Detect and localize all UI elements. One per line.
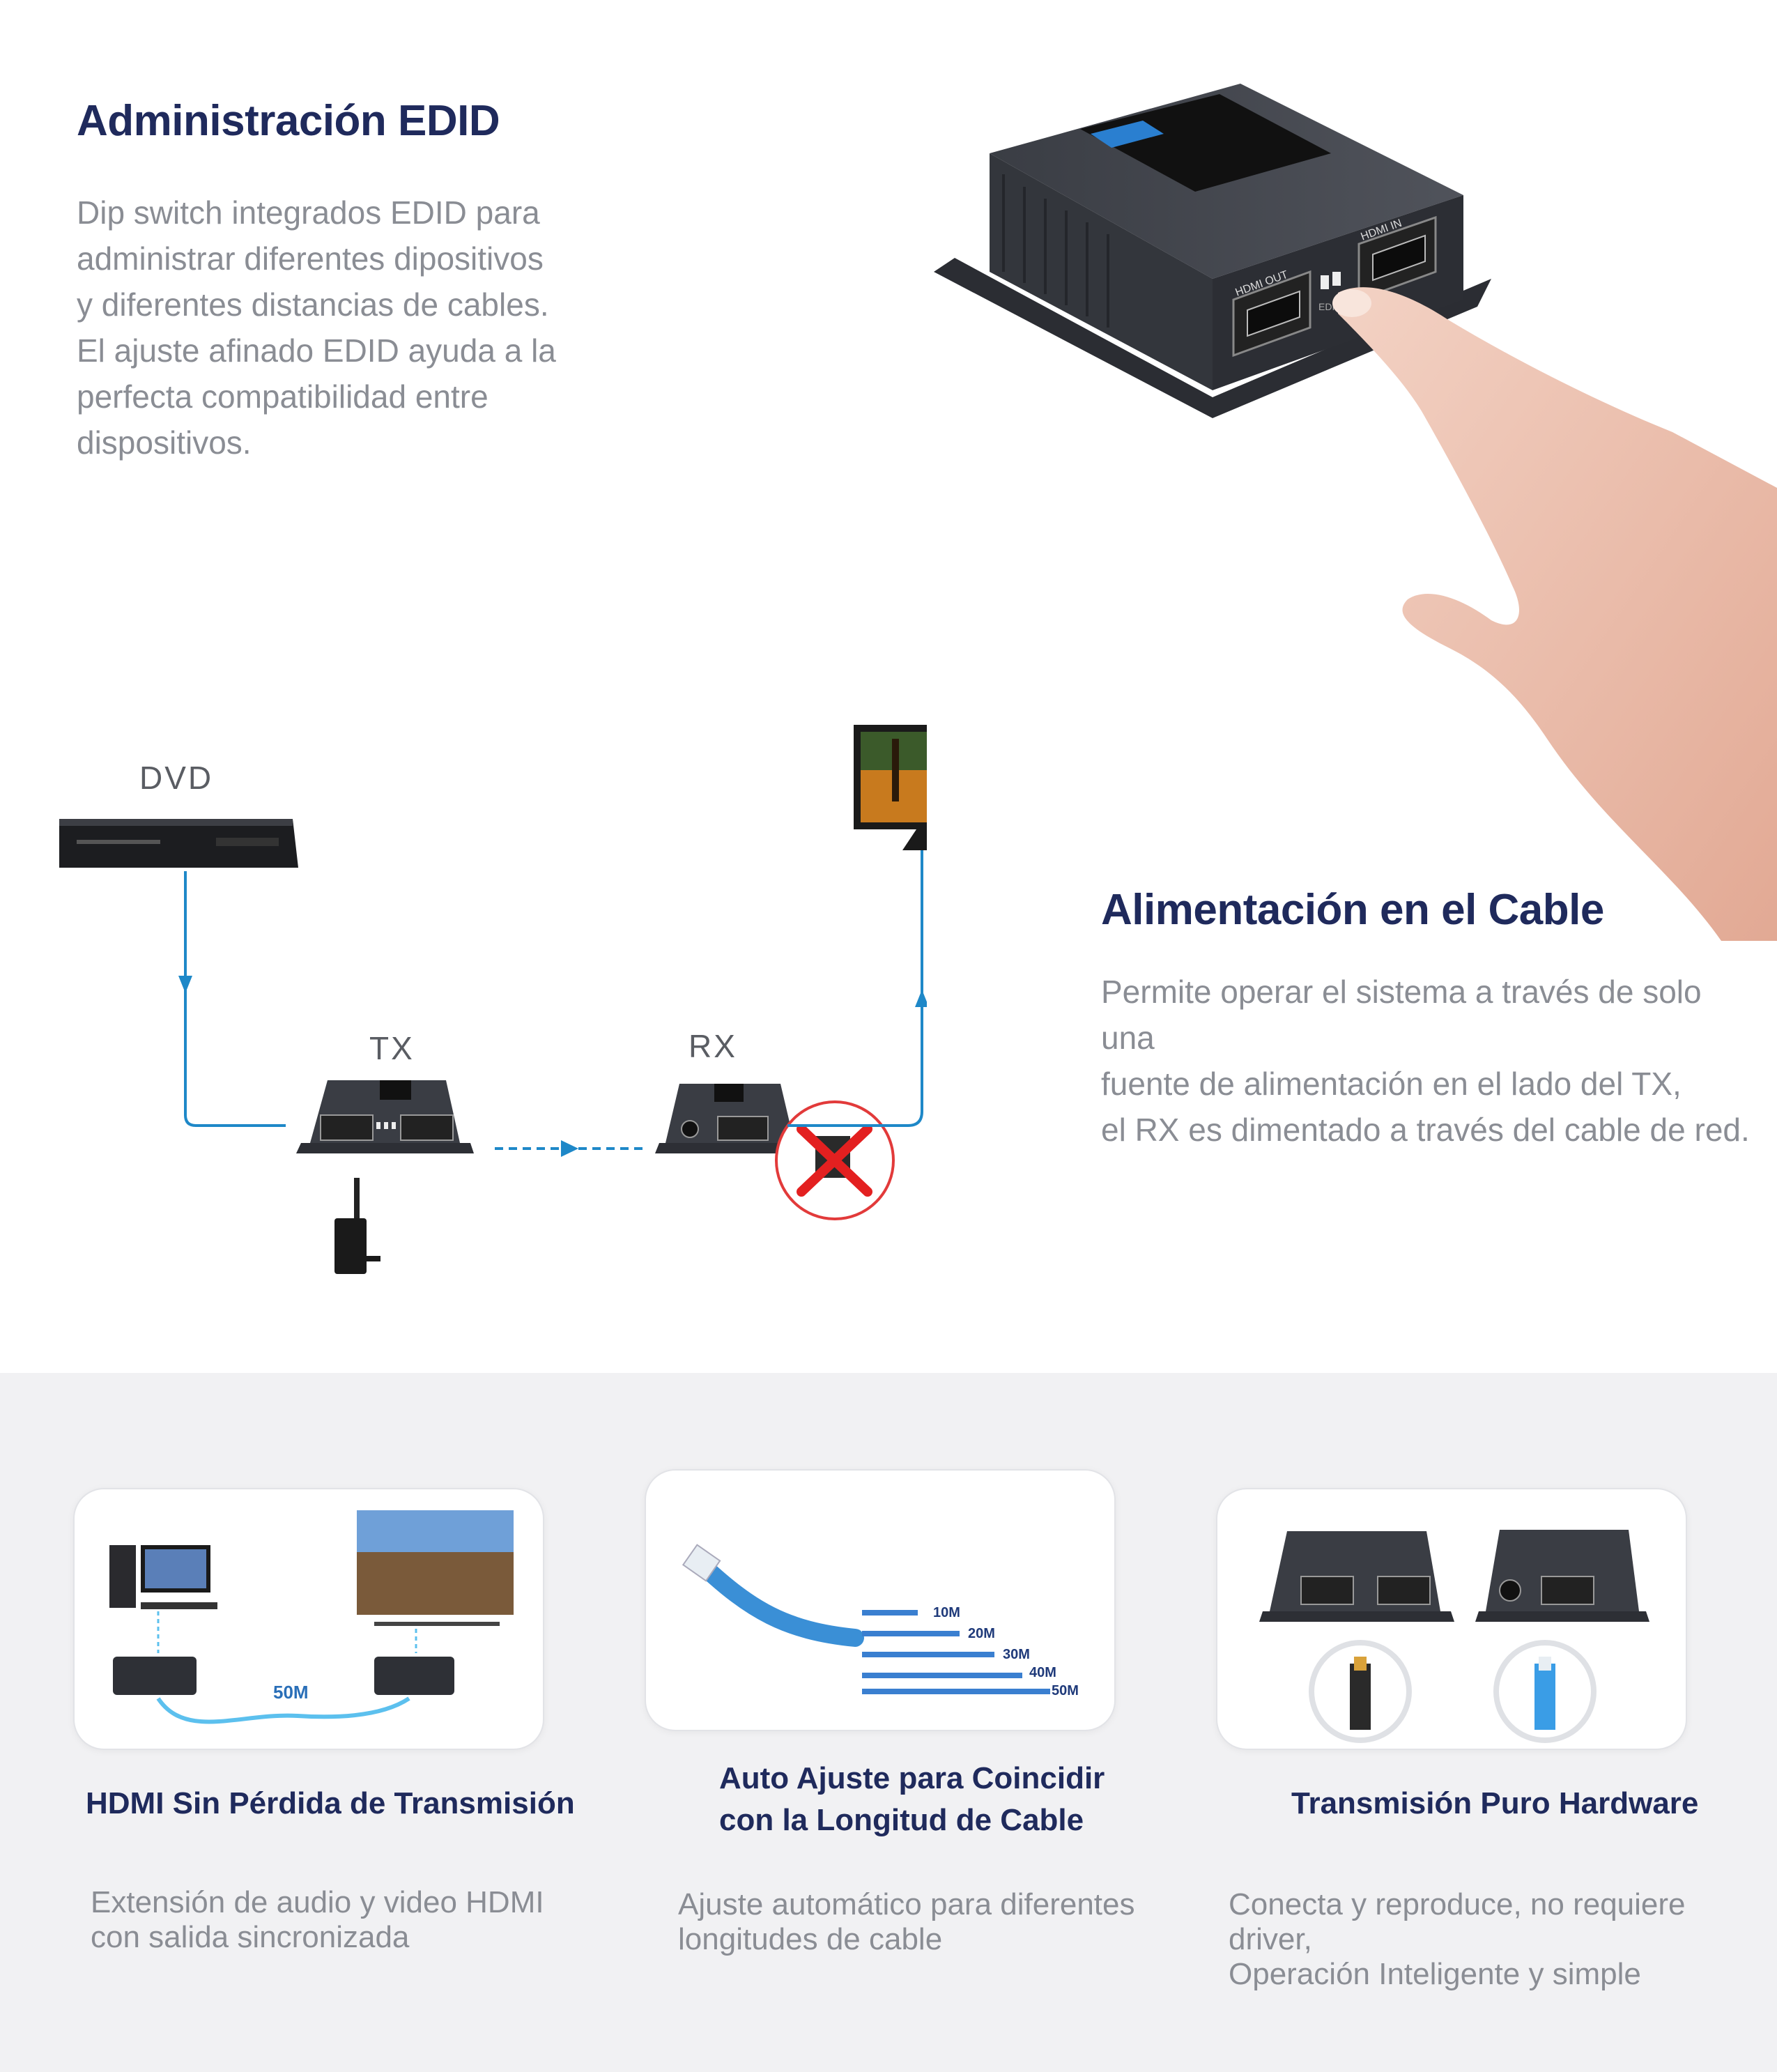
finger-icon <box>1338 287 1777 941</box>
cable-length-image: 10M 20M 30M 40M 50M <box>682 1544 1079 1698</box>
dvd-cable <box>184 871 286 1127</box>
device-label-panel <box>1080 94 1331 192</box>
cable-length-50m: 50M <box>1052 1683 1079 1698</box>
distance-label: 50M <box>273 1682 309 1703</box>
power-description: Permite operar el sistema a través de so… <box>1101 974 1750 1148</box>
monitor-cable <box>787 850 923 1127</box>
cable-length-20m: 20M <box>968 1626 995 1641</box>
feature-desc-lossless: Extensión de audio y video HDMI con sali… <box>91 1885 544 1954</box>
feature-card-lossless: 50M <box>73 1488 544 1750</box>
tx-device-icon <box>296 1080 474 1153</box>
dvd-label: DVD <box>139 760 213 796</box>
monitor-icon <box>854 725 927 850</box>
cable-length-10m: 10M <box>933 1605 960 1620</box>
cable-length-40m: 40M <box>1029 1665 1056 1680</box>
feature-desc-auto-adjust: Ajuste automático para diferentes longit… <box>678 1887 1135 1956</box>
power-adapter-icon <box>334 1178 380 1274</box>
feature-title-hardware: Transmisión Puro Hardware <box>1291 1786 1699 1820</box>
feature-card-hardware <box>1216 1488 1687 1750</box>
lossless-transmission-image: 50M <box>109 1510 514 1724</box>
arrow-down-icon <box>178 976 192 993</box>
feature-title-auto-adjust: Auto Ajuste para Coincidir con la Longit… <box>719 1761 1105 1837</box>
dvd-player-icon <box>59 819 298 868</box>
rx-label: RX <box>689 1028 737 1064</box>
feature-title-lossless: HDMI Sin Pérdida de Transmisión <box>86 1786 575 1820</box>
power-over-cable-diagram: DVD TX RX <box>59 725 927 1274</box>
feature-card-auto-adjust: 10M 20M 30M 40M 50M <box>645 1469 1116 1731</box>
hdmi-out-port: HDMI OUT <box>1232 269 1311 358</box>
edid-title: Administración EDID <box>77 97 500 145</box>
tx-label: TX <box>369 1030 415 1066</box>
arrow-up-icon <box>915 990 927 1007</box>
cable-length-30m: 30M <box>1003 1647 1030 1662</box>
hardware-transmission-image <box>1259 1530 1649 1743</box>
edid-description: Dip switch integrados EDID para administ… <box>77 194 556 461</box>
feature-desc-hardware: Conecta y reproduce, no requiere driver,… <box>1229 1887 1686 1991</box>
power-title: Alimentación en el Cable <box>1101 886 1604 934</box>
rx-device-icon <box>655 1084 801 1153</box>
no-power-adapter-icon <box>775 1100 895 1220</box>
arrow-right-icon <box>561 1140 578 1157</box>
edid-device-photo: HDMI OUT HDMI IN EDID <box>934 84 1777 941</box>
